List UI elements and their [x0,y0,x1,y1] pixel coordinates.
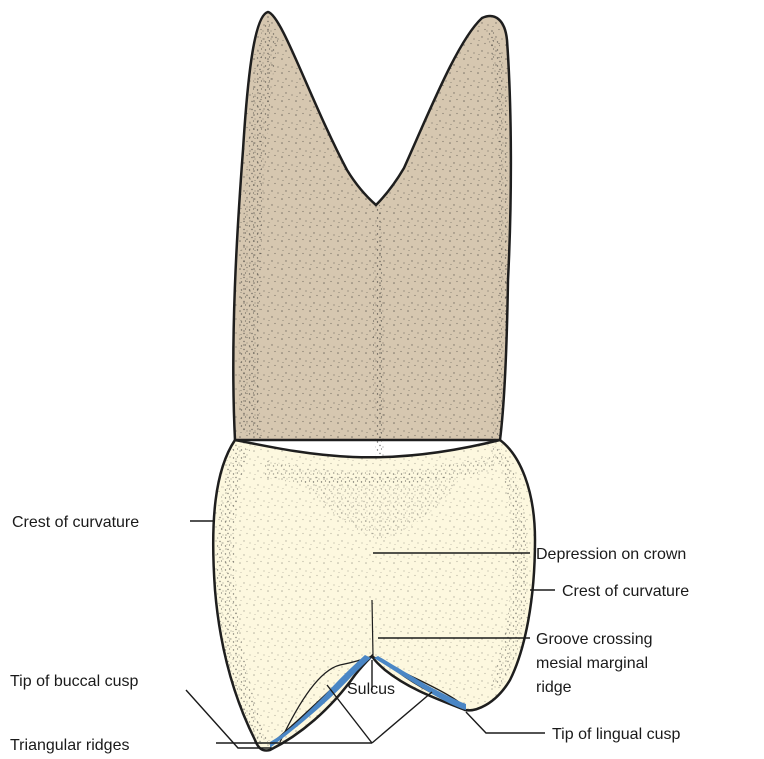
label-tip-buccal: Tip of buccal cusp [10,673,138,690]
root-stipple [233,12,511,440]
leader-tip-lingual [466,712,545,733]
label-groove-line1: Groove crossing [536,631,653,648]
leader-triangular-right [372,692,432,743]
label-groove-line2: mesial marginal [536,655,648,672]
label-crest-left: Crest of curvature [12,514,139,531]
label-crest-right: Crest of curvature [562,583,689,600]
label-triangular: Triangular ridges [10,737,129,754]
label-sulcus: Sulcus [347,681,395,698]
label-depression: Depression on crown [536,546,686,563]
label-tip-lingual: Tip of lingual cusp [552,726,680,743]
label-groove-line3: ridge [536,679,572,696]
